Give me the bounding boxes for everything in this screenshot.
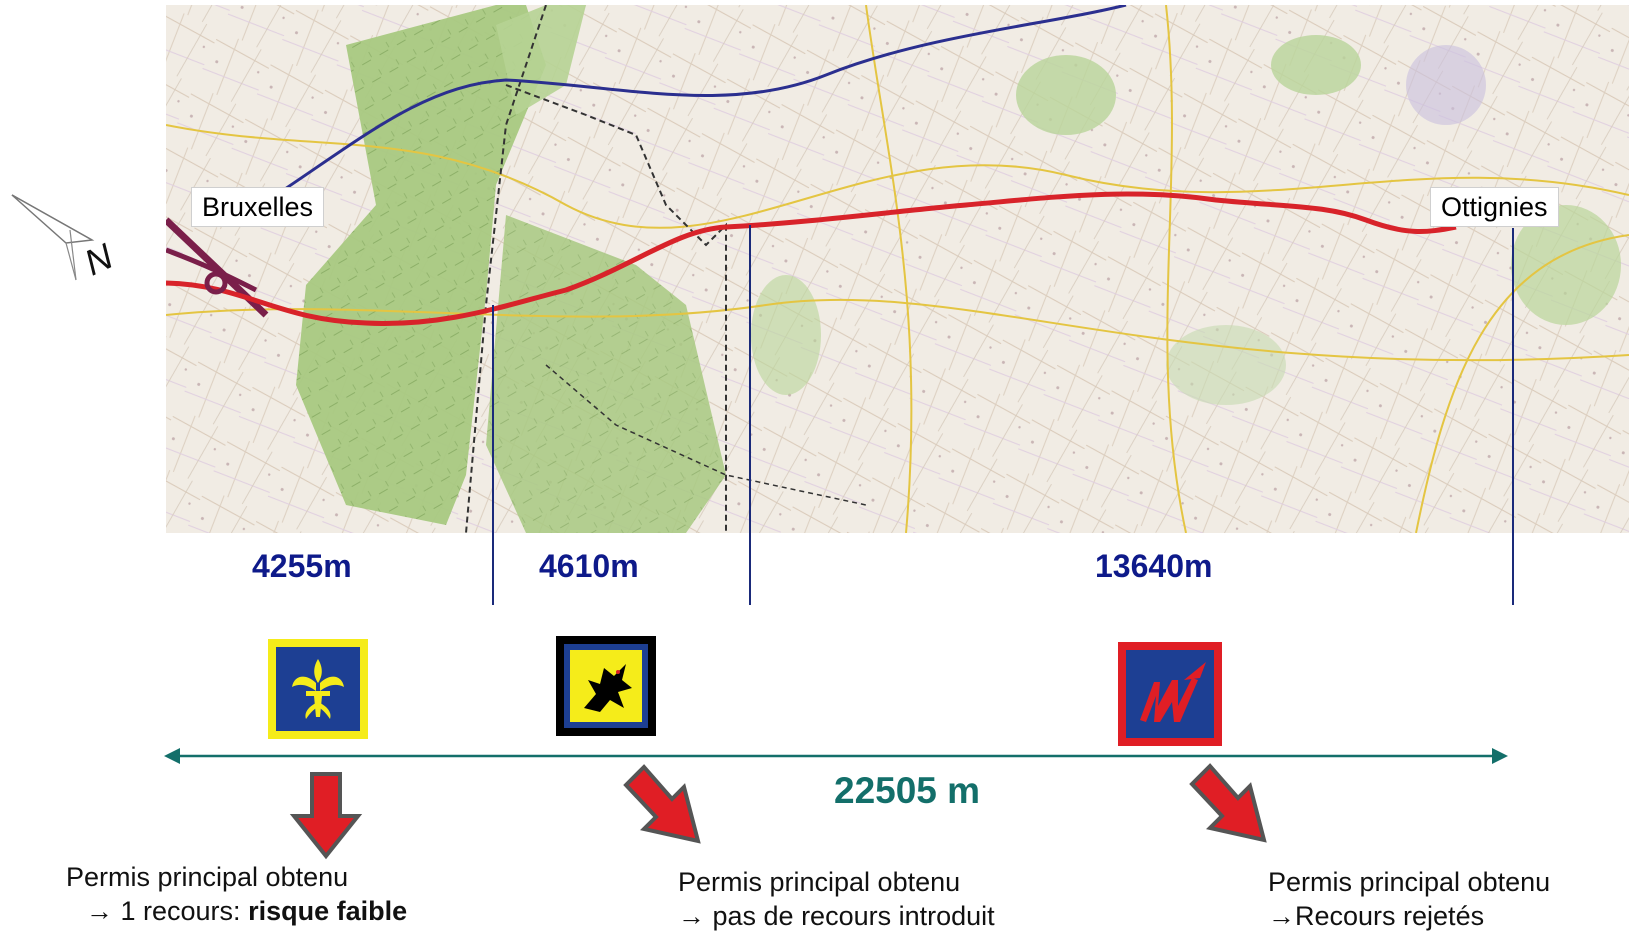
status-line-2: → 1 recours: risque faible (86, 895, 408, 926)
segment-length-3: 13640m (1095, 548, 1213, 584)
status-line-1: Permis principal obtenu (66, 862, 349, 892)
railway-branch (166, 247, 258, 293)
segment-divider (1512, 228, 1514, 605)
forest-patch (1511, 205, 1621, 325)
status-flanders: Permis principal obtenu → pas de recours… (678, 866, 995, 934)
road (1415, 234, 1629, 533)
boundary-line (545, 364, 867, 506)
brussels-iris-emblem-icon (268, 639, 368, 739)
compass-letter: N (78, 235, 120, 284)
compass: N (0, 185, 140, 295)
city-label-bruxelles: Bruxelles (191, 187, 325, 228)
segment-length-1: 4255m (252, 548, 352, 584)
boundary-line (465, 5, 547, 533)
junction-marker (204, 271, 228, 295)
risk-level: risque faible (248, 895, 408, 926)
city-label-ottignies: Ottignies (1430, 187, 1559, 228)
road (166, 124, 1629, 229)
status-line-1: Permis principal obtenu (678, 867, 961, 897)
status-line-2: → pas de recours introduit (678, 900, 995, 931)
road (865, 5, 913, 533)
forest-patch (751, 275, 821, 395)
status-arrow-diagonal-icon (1186, 762, 1276, 852)
status-wallonia: Permis principal obtenu →Recours rejetés (1268, 866, 1550, 934)
forest-area (496, 5, 586, 115)
route-map (166, 5, 1629, 533)
segment-divider (492, 305, 494, 605)
status-line-1: Permis principal obtenu (1268, 867, 1551, 897)
total-length-label: 22505 m (834, 770, 981, 811)
wallonia-w-emblem-icon (1118, 642, 1222, 746)
segment-divider (749, 225, 751, 605)
flanders-lion-emblem-icon (556, 636, 656, 736)
status-brussels: Permis principal obtenu → 1 recours: ris… (66, 861, 407, 929)
forest-patch (1271, 35, 1361, 95)
compass-north-icon: N (11, 194, 120, 284)
route-line (166, 191, 1457, 326)
status-arrow-diagonal-icon (620, 763, 710, 853)
status-arrow-down-icon (288, 770, 364, 862)
railway-line (275, 5, 1127, 197)
status-line-2: →Recours rejetés (1268, 900, 1485, 931)
forest-area (296, 5, 546, 525)
segment-length-2: 4610m (539, 548, 639, 584)
total-length-arrow (164, 745, 1508, 767)
forest-patch (1166, 325, 1286, 405)
road (166, 298, 1629, 362)
forest-patch (1406, 45, 1486, 125)
road (1165, 5, 1187, 533)
forest-patch (1016, 55, 1116, 135)
